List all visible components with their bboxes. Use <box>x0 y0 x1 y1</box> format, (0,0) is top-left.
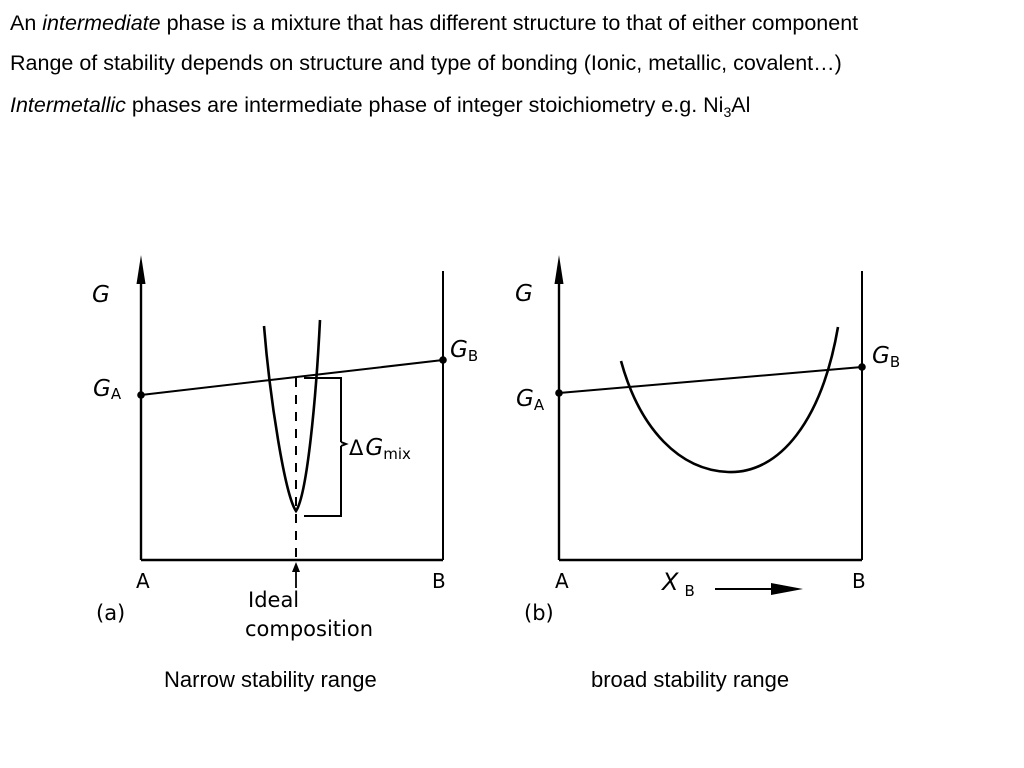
fig-b-xb-arrowhead <box>771 583 803 595</box>
fig-a-y-axis-label: G <box>92 282 110 308</box>
caption-narrow-stability-range: Narrow stability range <box>164 667 377 692</box>
bullet1-text: phase is a mixture that has different st… <box>160 11 859 35</box>
fig-a-dgmix-sub: mix <box>383 445 411 463</box>
fig-b-ga-main: G <box>516 386 534 412</box>
fig-a-dgmix-main: G <box>365 435 383 461</box>
bullet3-emphasis: Intermetallic <box>10 93 126 117</box>
fig-b-y-axis-arrowhead <box>554 255 564 284</box>
fig-a-gb-main: G <box>450 337 468 363</box>
fig-a-tangent-line <box>140 359 444 396</box>
fig-a-ideal-composition-arrowhead <box>292 562 300 572</box>
fig-a-gb-point <box>439 356 447 364</box>
fig-a-ga-point <box>137 391 145 399</box>
figure-a <box>136 255 447 588</box>
bullet3-text: phases are intermediate phase of integer… <box>125 93 724 117</box>
bullet-intermetallic: Intermetallic phases are intermediate ph… <box>10 90 1014 120</box>
fig-b-b-label: B <box>852 569 866 593</box>
fig-b-ga-label: GA <box>516 386 545 414</box>
fig-b-tangent-line <box>558 366 863 394</box>
fig-b-panel-label: (b) <box>524 601 554 625</box>
fig-a-delta-gmix-label: ΔGmix <box>349 435 411 463</box>
fig-a-a-label: A <box>136 569 150 593</box>
bullet-list: An intermediate phase is a mixture that … <box>10 8 1014 132</box>
fig-b-xb-main: X <box>660 568 679 596</box>
fig-a-y-axis-arrowhead <box>136 255 146 284</box>
fig-a-ideal-label: Ideal <box>248 588 299 612</box>
fig-a-ga-main: G <box>93 376 111 402</box>
fig-b-ga-point <box>555 389 563 397</box>
fig-b-gb-sub: B <box>890 353 900 371</box>
bullet-intermediate-phase: An intermediate phase is a mixture that … <box>10 8 1014 38</box>
fig-b-xb-sub: B <box>684 582 694 600</box>
fig-a-gb-sub: B <box>468 347 478 365</box>
fig-b-ga-sub: A <box>534 396 545 414</box>
fig-a-delta-symbol: Δ <box>349 436 364 460</box>
fig-a-narrow-g-curve <box>262 319 322 514</box>
fig-b-y-axis-label: G <box>515 281 533 307</box>
fig-a-ga-label: GA <box>93 376 122 403</box>
bullet2-text: Range of stability depends on structure … <box>10 51 842 75</box>
fig-a-ga-sub: A <box>111 385 122 403</box>
fig-b-a-label: A <box>555 569 569 593</box>
fig-a-delta-gmix-bracket <box>304 377 349 517</box>
fig-a-panel-label: (a) <box>96 601 125 625</box>
fig-b-gb-main: G <box>872 343 890 369</box>
bullet1-prefix: An <box>10 11 43 35</box>
bullet1-emphasis: intermediate <box>42 11 161 35</box>
fig-b-gb-label: GB <box>872 343 900 371</box>
bullet3-tail: Al <box>731 93 751 117</box>
fig-b-gb-point <box>858 363 866 371</box>
bullet3-subscript: 3 <box>723 104 732 120</box>
figure-b <box>554 255 866 595</box>
fig-a-composition-label: composition <box>245 617 373 641</box>
bullet-range-of-stability: Range of stability depends on structure … <box>10 48 1014 78</box>
fig-a-b-label: B <box>432 569 446 593</box>
fig-b-broad-g-curve <box>619 326 840 474</box>
fig-a-gb-label: GB <box>450 337 478 365</box>
caption-broad-stability-range: broad stability range <box>591 667 790 692</box>
